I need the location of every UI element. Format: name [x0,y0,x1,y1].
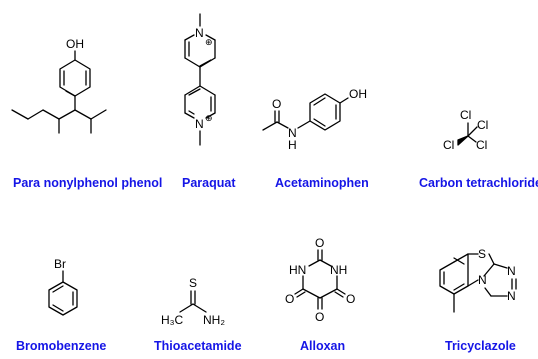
structure-thioacetamide: S H₃C NH₂ [161,276,225,327]
charge-top: ⊕ [205,37,213,47]
structure-para-nonylphenol: OH [11,37,107,134]
atom-s: S [478,247,486,261]
label-carbon-tetrachloride: Carbon tetrachloride [419,176,538,190]
atom-o-right: O [346,292,355,306]
atom-o-bottom: O [315,310,324,324]
atom-h: H [288,138,297,152]
atom-n-bottom: N [195,117,204,131]
atom-h3c: H₃C [161,313,184,327]
atom-oh: OH [349,87,367,101]
atom-cl-3: Cl [443,138,454,152]
atom-br: Br [54,257,66,271]
label-tricyclazole: Tricyclazole [445,339,516,353]
label-alloxan: Alloxan [300,339,346,353]
atom-n-1: N [507,264,516,278]
label-thioacetamide: Thioacetamide [154,339,242,353]
atom-hn: HN [289,263,306,277]
structure-acetaminophen: O N H OH [262,87,367,152]
atom-n-bridge: N [478,273,487,287]
atom-s: S [189,276,197,290]
atom-o-left: O [285,292,294,306]
atom-o-top: O [315,236,324,250]
atom-nh: NH [330,263,347,277]
atom-nh2: NH₂ [203,313,225,327]
structure-bromobenzene: Br [48,257,78,316]
atom-cl-1: Cl [460,108,471,122]
atom-n: N [288,126,297,140]
atom-oh: OH [66,37,84,51]
atom-cl-2: Cl [477,118,488,132]
structure-alloxan: O HN NH O O O [285,236,355,324]
label-para-nonylphenol: Para nonylphenol phenol [13,176,163,190]
structure-tricyclazole: S N N N [439,247,517,313]
atom-o: O [272,97,281,111]
structure-paraquat: N ⊕ N ⊕ [184,13,216,146]
label-paraquat: Paraquat [182,176,236,190]
charge-bottom: ⊕ [205,113,213,123]
atom-n-2: N [507,289,516,303]
atom-n-top: N [195,26,204,40]
label-bromobenzene: Bromobenzene [16,339,107,353]
label-acetaminophen: Acetaminophen [275,176,369,190]
structure-carbon-tetrachloride: Cl Cl Cl Cl [443,108,488,152]
atom-cl-4: Cl [476,138,487,152]
